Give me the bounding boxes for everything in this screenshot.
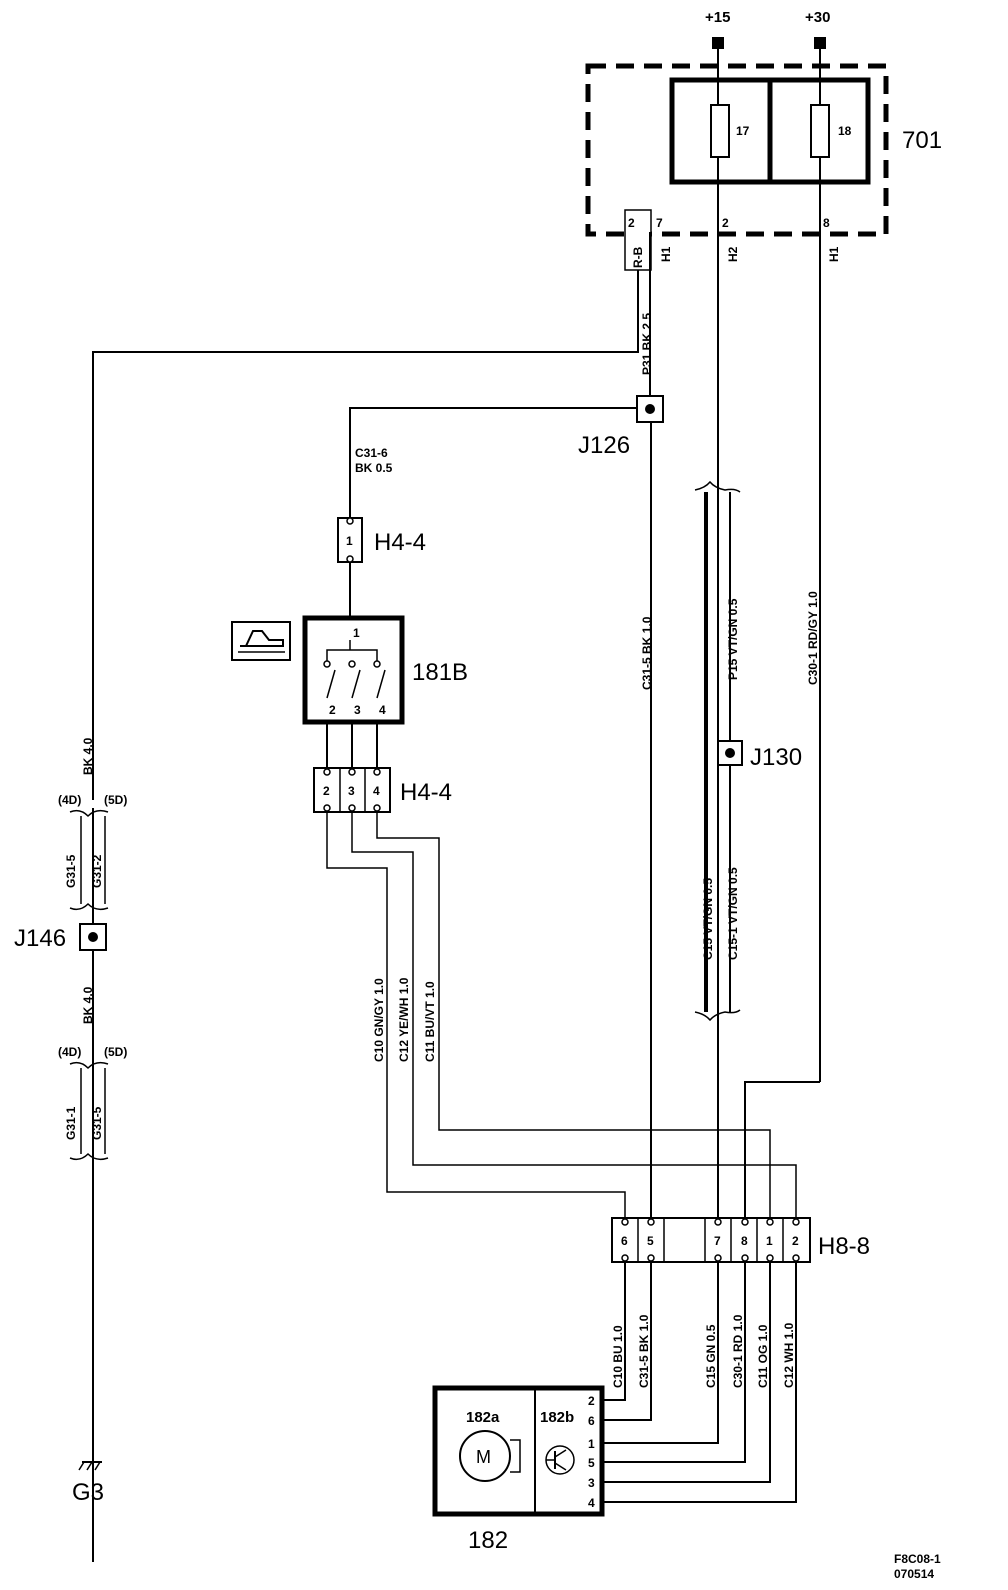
svg-text:+30: +30 xyxy=(805,9,830,26)
wire-b-c15: C15 GN 0.5 xyxy=(704,1324,718,1388)
switch-181b: 1 2 3 4 181B xyxy=(302,615,468,725)
boat-icon xyxy=(231,621,291,661)
svg-text:1: 1 xyxy=(353,626,360,640)
svg-text:2: 2 xyxy=(792,1234,799,1248)
svg-text:1: 1 xyxy=(588,1437,595,1451)
svg-text:2: 2 xyxy=(329,703,336,717)
svg-text:H4-4: H4-4 xyxy=(374,529,426,556)
svg-text:3: 3 xyxy=(354,703,361,717)
svg-text:M: M xyxy=(476,1447,491,1467)
svg-text:3: 3 xyxy=(588,1476,595,1490)
ground-g3: G3 xyxy=(72,1461,104,1506)
wire-bk40-b: BK 4.0 xyxy=(81,986,95,1024)
svg-text:17: 17 xyxy=(736,124,750,138)
svg-text:7: 7 xyxy=(714,1234,721,1248)
svg-text:18: 18 xyxy=(838,124,852,138)
svg-text:2: 2 xyxy=(628,216,635,230)
wire-c12: C12 YE/WH 1.0 xyxy=(397,977,411,1062)
svg-text:G31-5: G31-5 xyxy=(64,854,78,888)
svg-text:1: 1 xyxy=(346,534,353,548)
svg-text:G31-1: G31-1 xyxy=(64,1106,78,1140)
splice-j126: J126 xyxy=(578,395,664,459)
wire-b-c11: C11 OG 1.0 xyxy=(756,1324,770,1388)
svg-text:6: 6 xyxy=(588,1414,595,1428)
svg-text:1: 1 xyxy=(766,1234,773,1248)
svg-text:J130: J130 xyxy=(750,744,802,771)
fusebox-701: 17 18 701 2 7 2 8 xyxy=(585,63,942,271)
wires xyxy=(92,49,821,1562)
svg-text:H8-8: H8-8 xyxy=(818,1233,870,1260)
svg-text:2: 2 xyxy=(588,1394,595,1408)
splice-j130: J130 xyxy=(717,740,802,771)
wire-b-c30-1: C30-1 RD 1.0 xyxy=(731,1314,745,1388)
svg-text:5: 5 xyxy=(588,1456,595,1470)
connector-h4-4-bottom: 2 3 4 H4-4 xyxy=(313,767,452,813)
svg-text:3: 3 xyxy=(348,784,355,798)
sensor-182b-label: 182b xyxy=(540,1409,574,1426)
svg-text:G31-5: G31-5 xyxy=(90,1106,104,1140)
wire-p15: P15 VT/GN 0.5 xyxy=(726,598,740,680)
svg-text:2: 2 xyxy=(722,216,729,230)
supply-plus15: +15 xyxy=(705,9,730,49)
wire-c15-1: C15-1 VT/GN 0.5 xyxy=(726,867,740,960)
wire-bk40-a: BK 4.0 xyxy=(81,737,95,775)
svg-text:G3: G3 xyxy=(72,1479,104,1506)
svg-text:4: 4 xyxy=(588,1496,595,1510)
fusebox-label: 701 xyxy=(902,127,942,154)
transistor-icon xyxy=(545,1445,575,1475)
wire-h1-a: H1 xyxy=(659,246,673,262)
wire-h1-b: H1 xyxy=(827,246,841,262)
svg-text:6: 6 xyxy=(621,1234,628,1248)
motor-182a-label: 182a xyxy=(466,1409,500,1426)
connector-h4-4-top: 1 H4-4 xyxy=(337,517,426,563)
svg-text:8: 8 xyxy=(741,1234,748,1248)
motor-unit-182: 182a 182b M 2 6 1 5 3 4 182 xyxy=(432,1385,605,1554)
supply-plus30: +30 xyxy=(805,9,830,49)
svg-text:+15: +15 xyxy=(705,9,730,26)
wire-rb: R-B xyxy=(631,246,645,268)
footer-code: F8C08-1 xyxy=(894,1552,941,1566)
svg-text:8: 8 xyxy=(823,216,830,230)
svg-text:J126: J126 xyxy=(578,432,630,459)
splice-j146: J146 xyxy=(14,923,107,952)
wire-c10: C10 GN/GY 1.0 xyxy=(372,978,386,1062)
motor-icon: M xyxy=(459,1430,511,1482)
svg-text:G31-2: G31-2 xyxy=(90,854,104,888)
svg-text:7: 7 xyxy=(656,216,663,230)
svg-text:(4D): (4D) xyxy=(58,793,81,807)
wire-c31-6-b: BK 0.5 xyxy=(355,461,393,475)
svg-text:H4-4: H4-4 xyxy=(400,779,452,806)
svg-text:5: 5 xyxy=(647,1234,654,1248)
wire-h2: H2 xyxy=(726,246,740,262)
svg-text:4: 4 xyxy=(373,784,380,798)
connector-h8-8: 6 5 7 8 1 2 H8-8 xyxy=(611,1217,870,1263)
wire-b-c31-5: C31-5 BK 1.0 xyxy=(637,1314,651,1388)
wire-c31-6-a: C31-6 xyxy=(355,446,388,460)
wire-c11: C11 BU/VT 1.0 xyxy=(423,981,437,1062)
svg-text:181B: 181B xyxy=(412,659,468,686)
wire-p31: P31 BK 2.5 xyxy=(640,313,654,375)
fuse-17: 17 xyxy=(710,104,750,158)
wire-b-c12: C12 WH 1.0 xyxy=(782,1322,796,1388)
wire-b-c10: C10 BU 1.0 xyxy=(611,1325,625,1388)
svg-text:2: 2 xyxy=(323,784,330,798)
wire-c31-5: C31-5 BK 1.0 xyxy=(640,616,654,690)
wire-c30-1: C30-1 RD/GY 1.0 xyxy=(806,591,820,685)
svg-text:J146: J146 xyxy=(14,925,66,952)
svg-text:4: 4 xyxy=(379,703,386,717)
svg-text:(5D): (5D) xyxy=(104,793,127,807)
connector-g31-upper: (4D) (5D) G31-5 G31-2 xyxy=(58,793,127,911)
svg-text:182: 182 xyxy=(468,1527,508,1554)
svg-text:(4D): (4D) xyxy=(58,1045,81,1059)
connector-g31-lower: (4D) (5D) G31-1 G31-5 xyxy=(58,1045,127,1161)
footer-date: 070514 xyxy=(894,1567,934,1581)
svg-text:(5D): (5D) xyxy=(104,1045,127,1059)
